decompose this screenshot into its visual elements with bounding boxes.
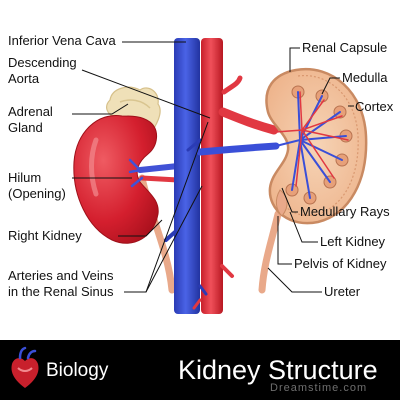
label-cortex: Cortex <box>355 99 394 114</box>
label-inferior-vena-cava: Inferior Vena Cava <box>8 33 116 48</box>
label-medullary-rays: Medullary Rays <box>300 204 390 219</box>
label-hilum-line2: (Opening) <box>8 186 66 201</box>
label-left-kidney: Left Kidney <box>320 234 386 249</box>
label-hilum-line1: Hilum <box>8 170 42 185</box>
label-descending-aorta-line2: Aorta <box>8 71 40 86</box>
renal-capsule <box>279 74 359 216</box>
label-right-kidney: Right Kidney <box>8 228 82 243</box>
label-adrenal-gland-line1: Adrenal <box>8 104 53 119</box>
heart-icon <box>11 346 39 388</box>
inferior-vena-cava <box>174 38 200 314</box>
footer-bar: Biology Kidney Structure Dreamstime.com <box>0 340 400 400</box>
label-renal-capsule: Renal Capsule <box>302 40 388 55</box>
label-adrenal-gland-line2: Gland <box>8 120 43 135</box>
leader-lines-right <box>267 47 354 293</box>
left-ureter <box>258 210 282 294</box>
label-renal-sinus-line2: in the Renal Sinus <box>8 284 114 299</box>
left-kidney-vessels <box>275 91 349 199</box>
label-renal-sinus-line1: Arteries and Veins <box>8 268 114 283</box>
label-medulla: Medulla <box>342 70 388 85</box>
label-descending-aorta-line1: Descending <box>8 55 77 70</box>
label-pelvis-of-kidney: Pelvis of Kidney <box>294 256 387 271</box>
leader-lines-left <box>72 41 211 293</box>
label-ureter: Ureter <box>324 284 361 299</box>
footer-title: Kidney Structure <box>178 355 378 385</box>
kidney-diagram <box>72 38 368 314</box>
watermark: Dreamstime.com <box>270 382 368 394</box>
footer-subject: Biology <box>46 360 109 381</box>
descending-aorta <box>201 38 223 314</box>
